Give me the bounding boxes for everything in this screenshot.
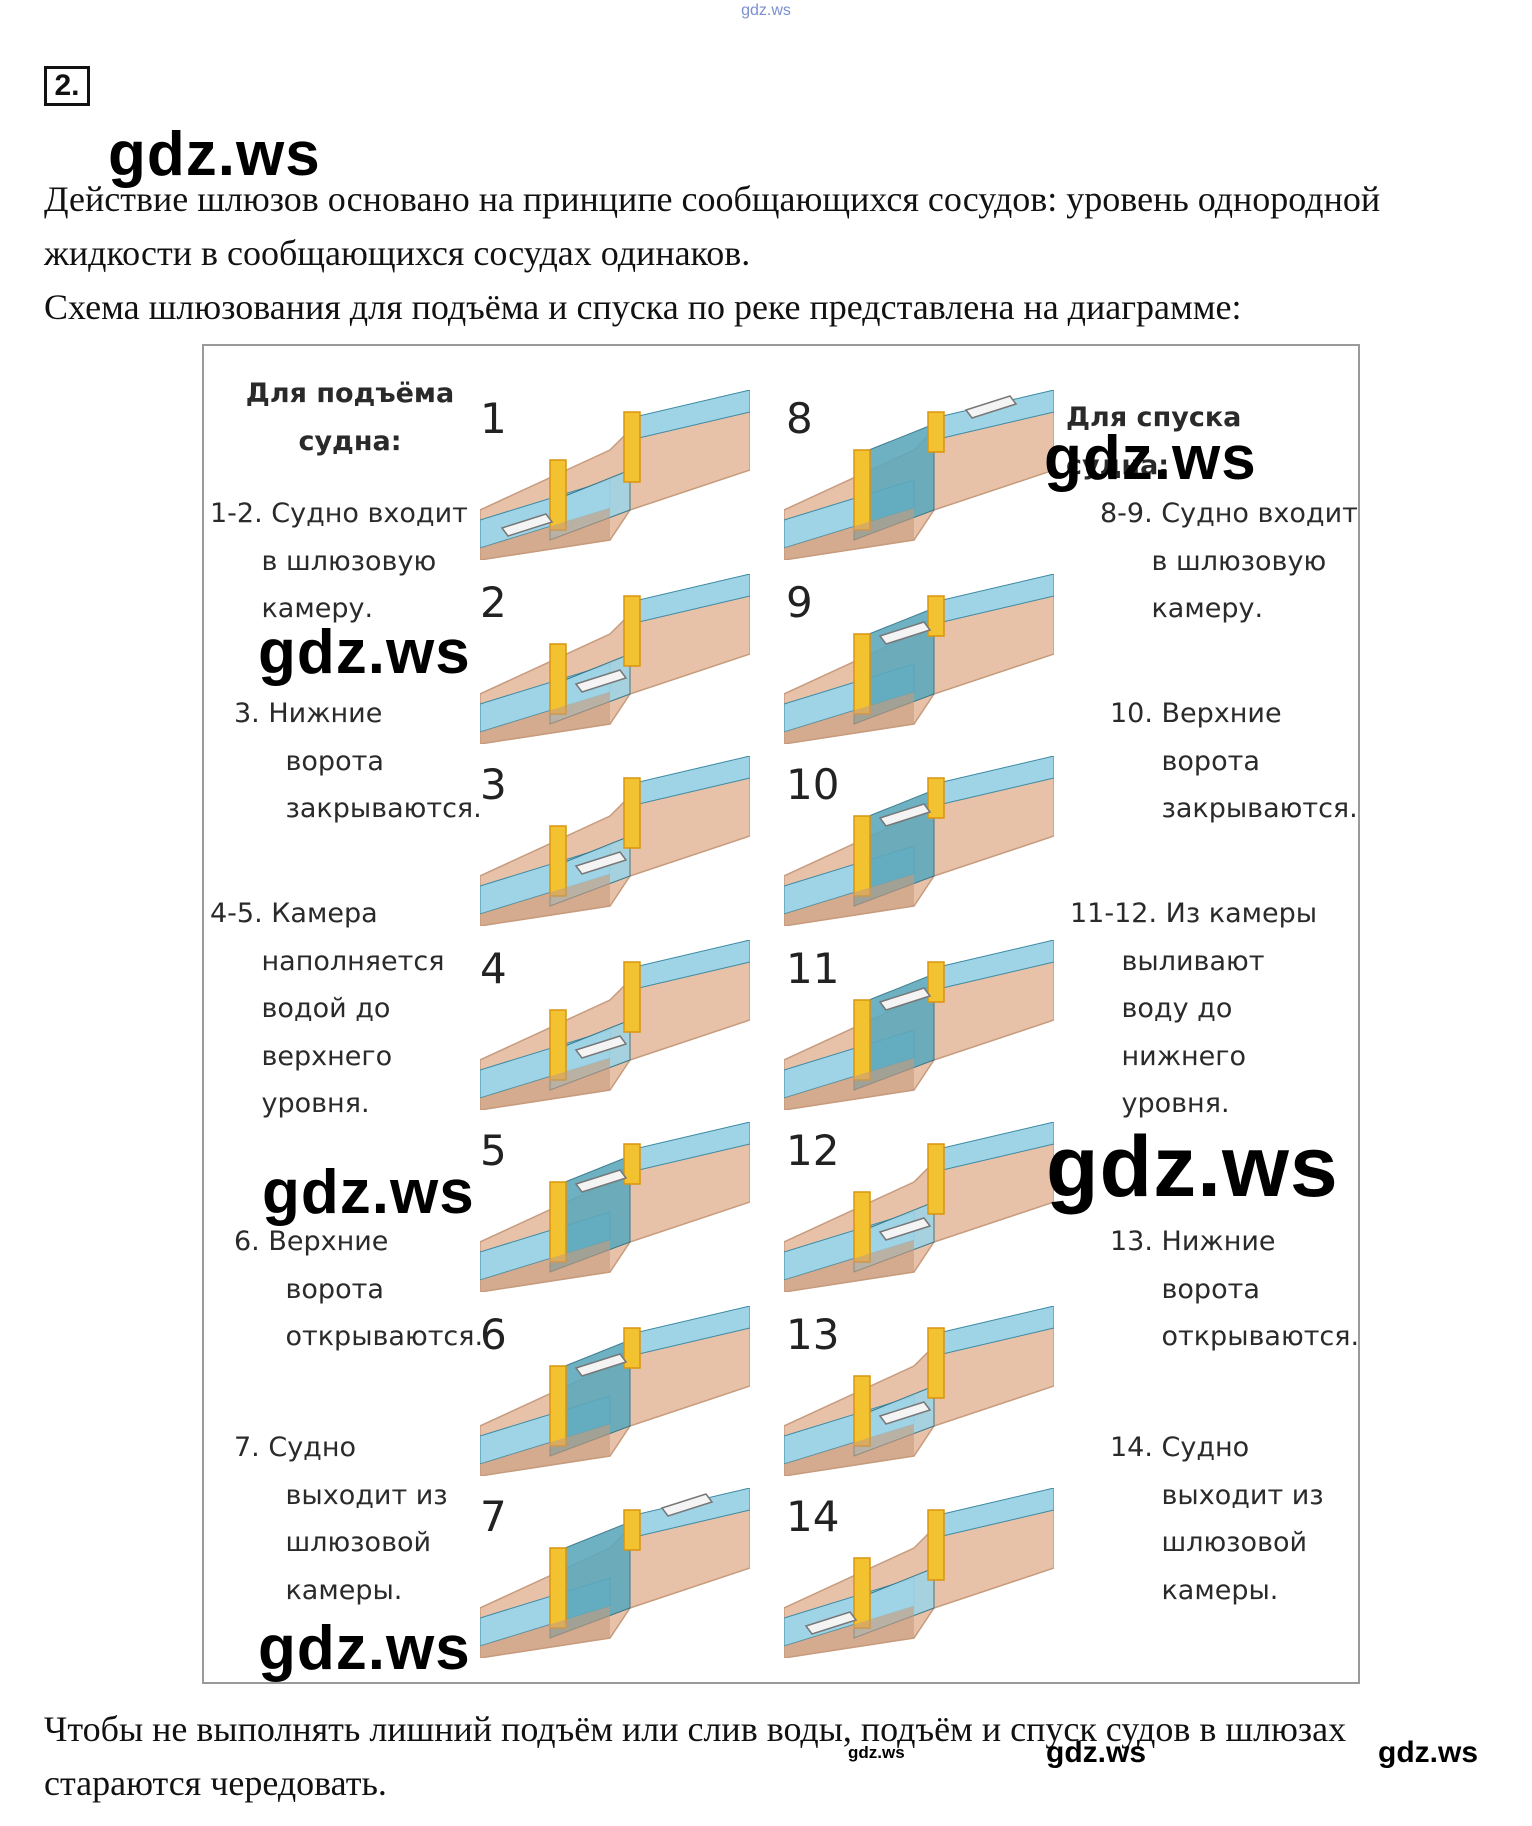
ascent-caption-5: 7. Судно выходит из шлюзовой камеры. [234, 1432, 448, 1606]
step-number: 11 [786, 944, 840, 993]
descent-caption-3: 11-12. Из камеры выливают воду до нижнег… [1070, 898, 1318, 1119]
lock-illustration [479, 1120, 751, 1293]
watermark: gdz.ws [1046, 1736, 1147, 1769]
step-number: 6 [480, 1310, 507, 1359]
watermark: gdz.ws [1046, 1119, 1339, 1215]
lock-illustration [783, 754, 1055, 927]
descent-caption-2: 10. Верхние ворота закрываются. [1110, 698, 1358, 824]
step-number: 5 [480, 1126, 507, 1175]
step-number: 2 [480, 578, 507, 627]
site-url-top: gdz.ws [741, 2, 791, 19]
paragraph-1-line-1: Действие шлюзов основано на принципе соо… [44, 179, 1381, 219]
watermark: gdz.ws [108, 120, 321, 189]
lock-diagram: Для подъёма судна: Для спуска судна: 1-2… [202, 344, 1360, 1684]
ascent-caption-1: 1-2. Судно входит в шлюзовую камеру. [210, 498, 468, 624]
lock-illustration [783, 1486, 1055, 1659]
step-number: 14 [786, 1492, 840, 1541]
ascent-caption-4: 6. Верхние ворота открываются. [234, 1226, 484, 1352]
step-number: 8 [786, 394, 813, 443]
lock-illustration [479, 572, 751, 745]
watermark: gdz.ws [1044, 424, 1257, 493]
descent-header: Для спуска судна: [1066, 402, 1242, 481]
paragraph-1-line-2: жидкости в сообщающихся сосудах одинаков… [44, 233, 751, 273]
watermark: gdz.ws [848, 1743, 905, 1762]
descent-caption-4: 13. Нижние ворота открываются. [1110, 1226, 1360, 1352]
ascent-caption-2: 3. Нижние ворота закрываются. [234, 698, 482, 824]
step-number: 13 [786, 1310, 840, 1359]
ascent-header-line-1: Для подъёма [245, 378, 455, 409]
step-number: 10 [786, 760, 840, 809]
lock-illustration [783, 938, 1055, 1111]
paragraph-3-line-2: стараются чередовать. [44, 1763, 387, 1803]
descent-caption-1: 8-9. Судно входит в шлюзовую камеру. [1100, 498, 1358, 624]
descent-caption-5: 14. Судно выходит из шлюзовой камеры. [1110, 1432, 1324, 1606]
paragraph-3: Чтобы не выполнять лишний подъём или сли… [44, 1702, 1514, 1810]
step-number: 7 [480, 1492, 507, 1541]
lock-illustration [479, 1304, 751, 1477]
lock-illustration [783, 1120, 1055, 1293]
step-number: 3 [480, 760, 507, 809]
step-number: 1 [480, 394, 507, 443]
lock-illustration [783, 572, 1055, 745]
paragraph-2: Схема шлюзования для подъёма и спуска по… [44, 287, 1242, 327]
step-number: 4 [480, 944, 507, 993]
paragraph-3-line-1: Чтобы не выполнять лишний подъём или сли… [44, 1709, 1347, 1749]
ascent-header-line-2: судна: [298, 426, 402, 457]
ascent-header: Для подъёма судна: [230, 370, 470, 466]
lock-illustration [479, 754, 751, 927]
lock-illustration [783, 388, 1055, 561]
lock-illustration [479, 1486, 751, 1659]
ascent-caption-3: 4-5. Камера наполняется водой до верхнег… [210, 898, 445, 1119]
step-number: 12 [786, 1126, 840, 1175]
lock-illustration [479, 388, 751, 561]
lock-illustration [479, 938, 751, 1111]
task-number-box: 2. [44, 66, 90, 106]
lock-illustration [783, 1304, 1055, 1477]
watermark: gdz.ws [258, 618, 471, 687]
paragraph-1: Действие шлюзов основано на принципе соо… [44, 172, 1514, 280]
watermark: gdz.ws [1378, 1736, 1479, 1769]
watermark: gdz.ws [262, 1158, 475, 1227]
watermark: gdz.ws [258, 1614, 471, 1683]
step-number: 9 [786, 578, 813, 627]
